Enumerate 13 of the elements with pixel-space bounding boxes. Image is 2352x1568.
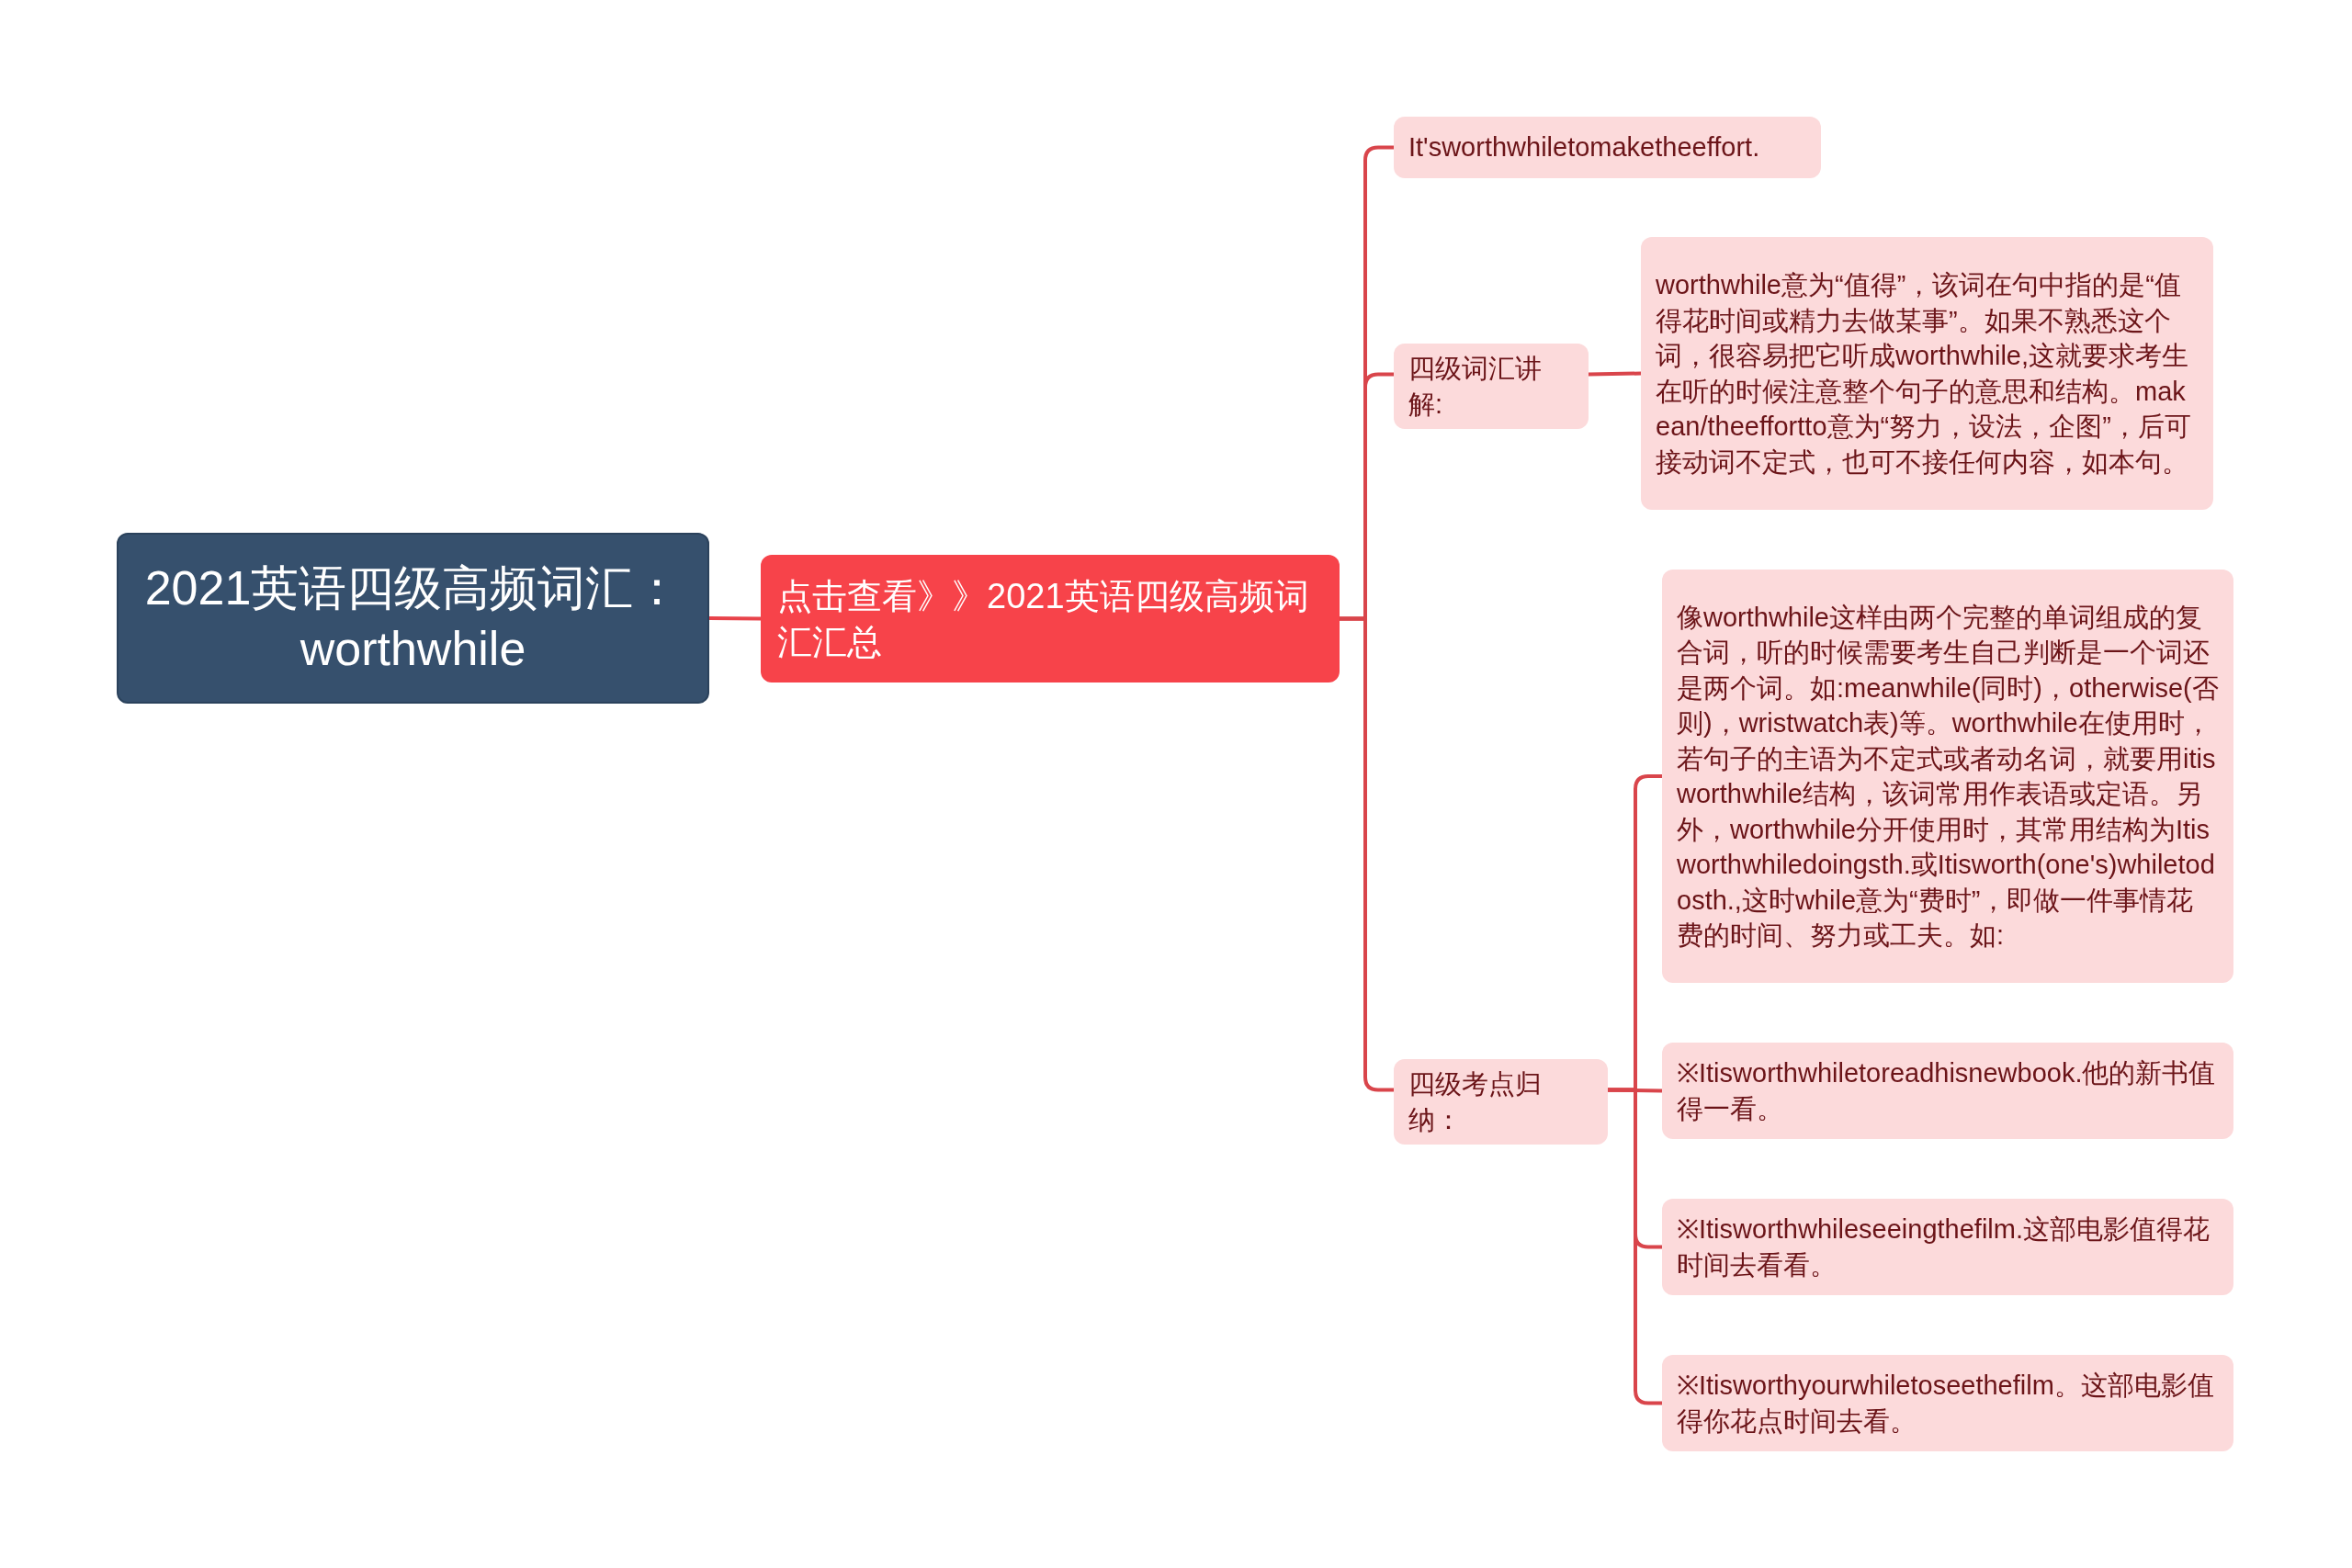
example-box: ※Itisworthyourwhiletoseethefilm。这部电影值得你花点时间去看。 bbox=[1662, 1355, 2233, 1451]
connector-line bbox=[708, 616, 762, 621]
connector-line bbox=[1588, 371, 1642, 377]
branch-box: It'sworthwhiletomaketheeffort. bbox=[1394, 117, 1821, 178]
branch-box: 四级词汇讲解: bbox=[1394, 344, 1589, 429]
note-box: 像worthwhile这样由两个完整的单词组成的复合词，听的时候需要考生自己判断是一个词还是两个词。如:meanwhile(同时)，otherwise(否则)，wristwatch表)等。worthwhile在使用时，若句子的主语为不定式或者动名词，就要用itisworthwhile结构，该词常用作表语或定语。另外，worthwhile分开使用时，其常用结构为Itisworthwhiledoingsth.或Itisworth(one's)whiletodosth.,这时while意为“费时”，即做一件事情花费的时间、努力或工夫。如: bbox=[1662, 570, 2233, 983]
example-box: ※Itisworthwhileseeingthefilm.这部电影值得花时间去看看。 bbox=[1662, 1199, 2233, 1295]
connector-line bbox=[1608, 1088, 1662, 1405]
note-box: worthwhile意为“值得”，该词在句中指的是“值得花时间或精力去做某事”。如果不熟悉这个词，很容易把它听成worthwhile,这就要求考生在听的时候注意整个句子的意思和结构。makean/theeffortto意为“努力，设法，企图”，后可接动词不定式，也可不接任何内容，如本句。 bbox=[1641, 237, 2213, 510]
subtopic-box: 点击查看》》2021英语四级高频词汇汇总 bbox=[761, 555, 1340, 682]
topic-box: 2021英语四级高频词汇：worthwhile bbox=[117, 533, 709, 704]
branch-box: 四级考点归纳： bbox=[1394, 1059, 1608, 1145]
example-box: ※Itisworthwhiletoreadhisnewbook.他的新书值得一看。 bbox=[1662, 1043, 2233, 1139]
